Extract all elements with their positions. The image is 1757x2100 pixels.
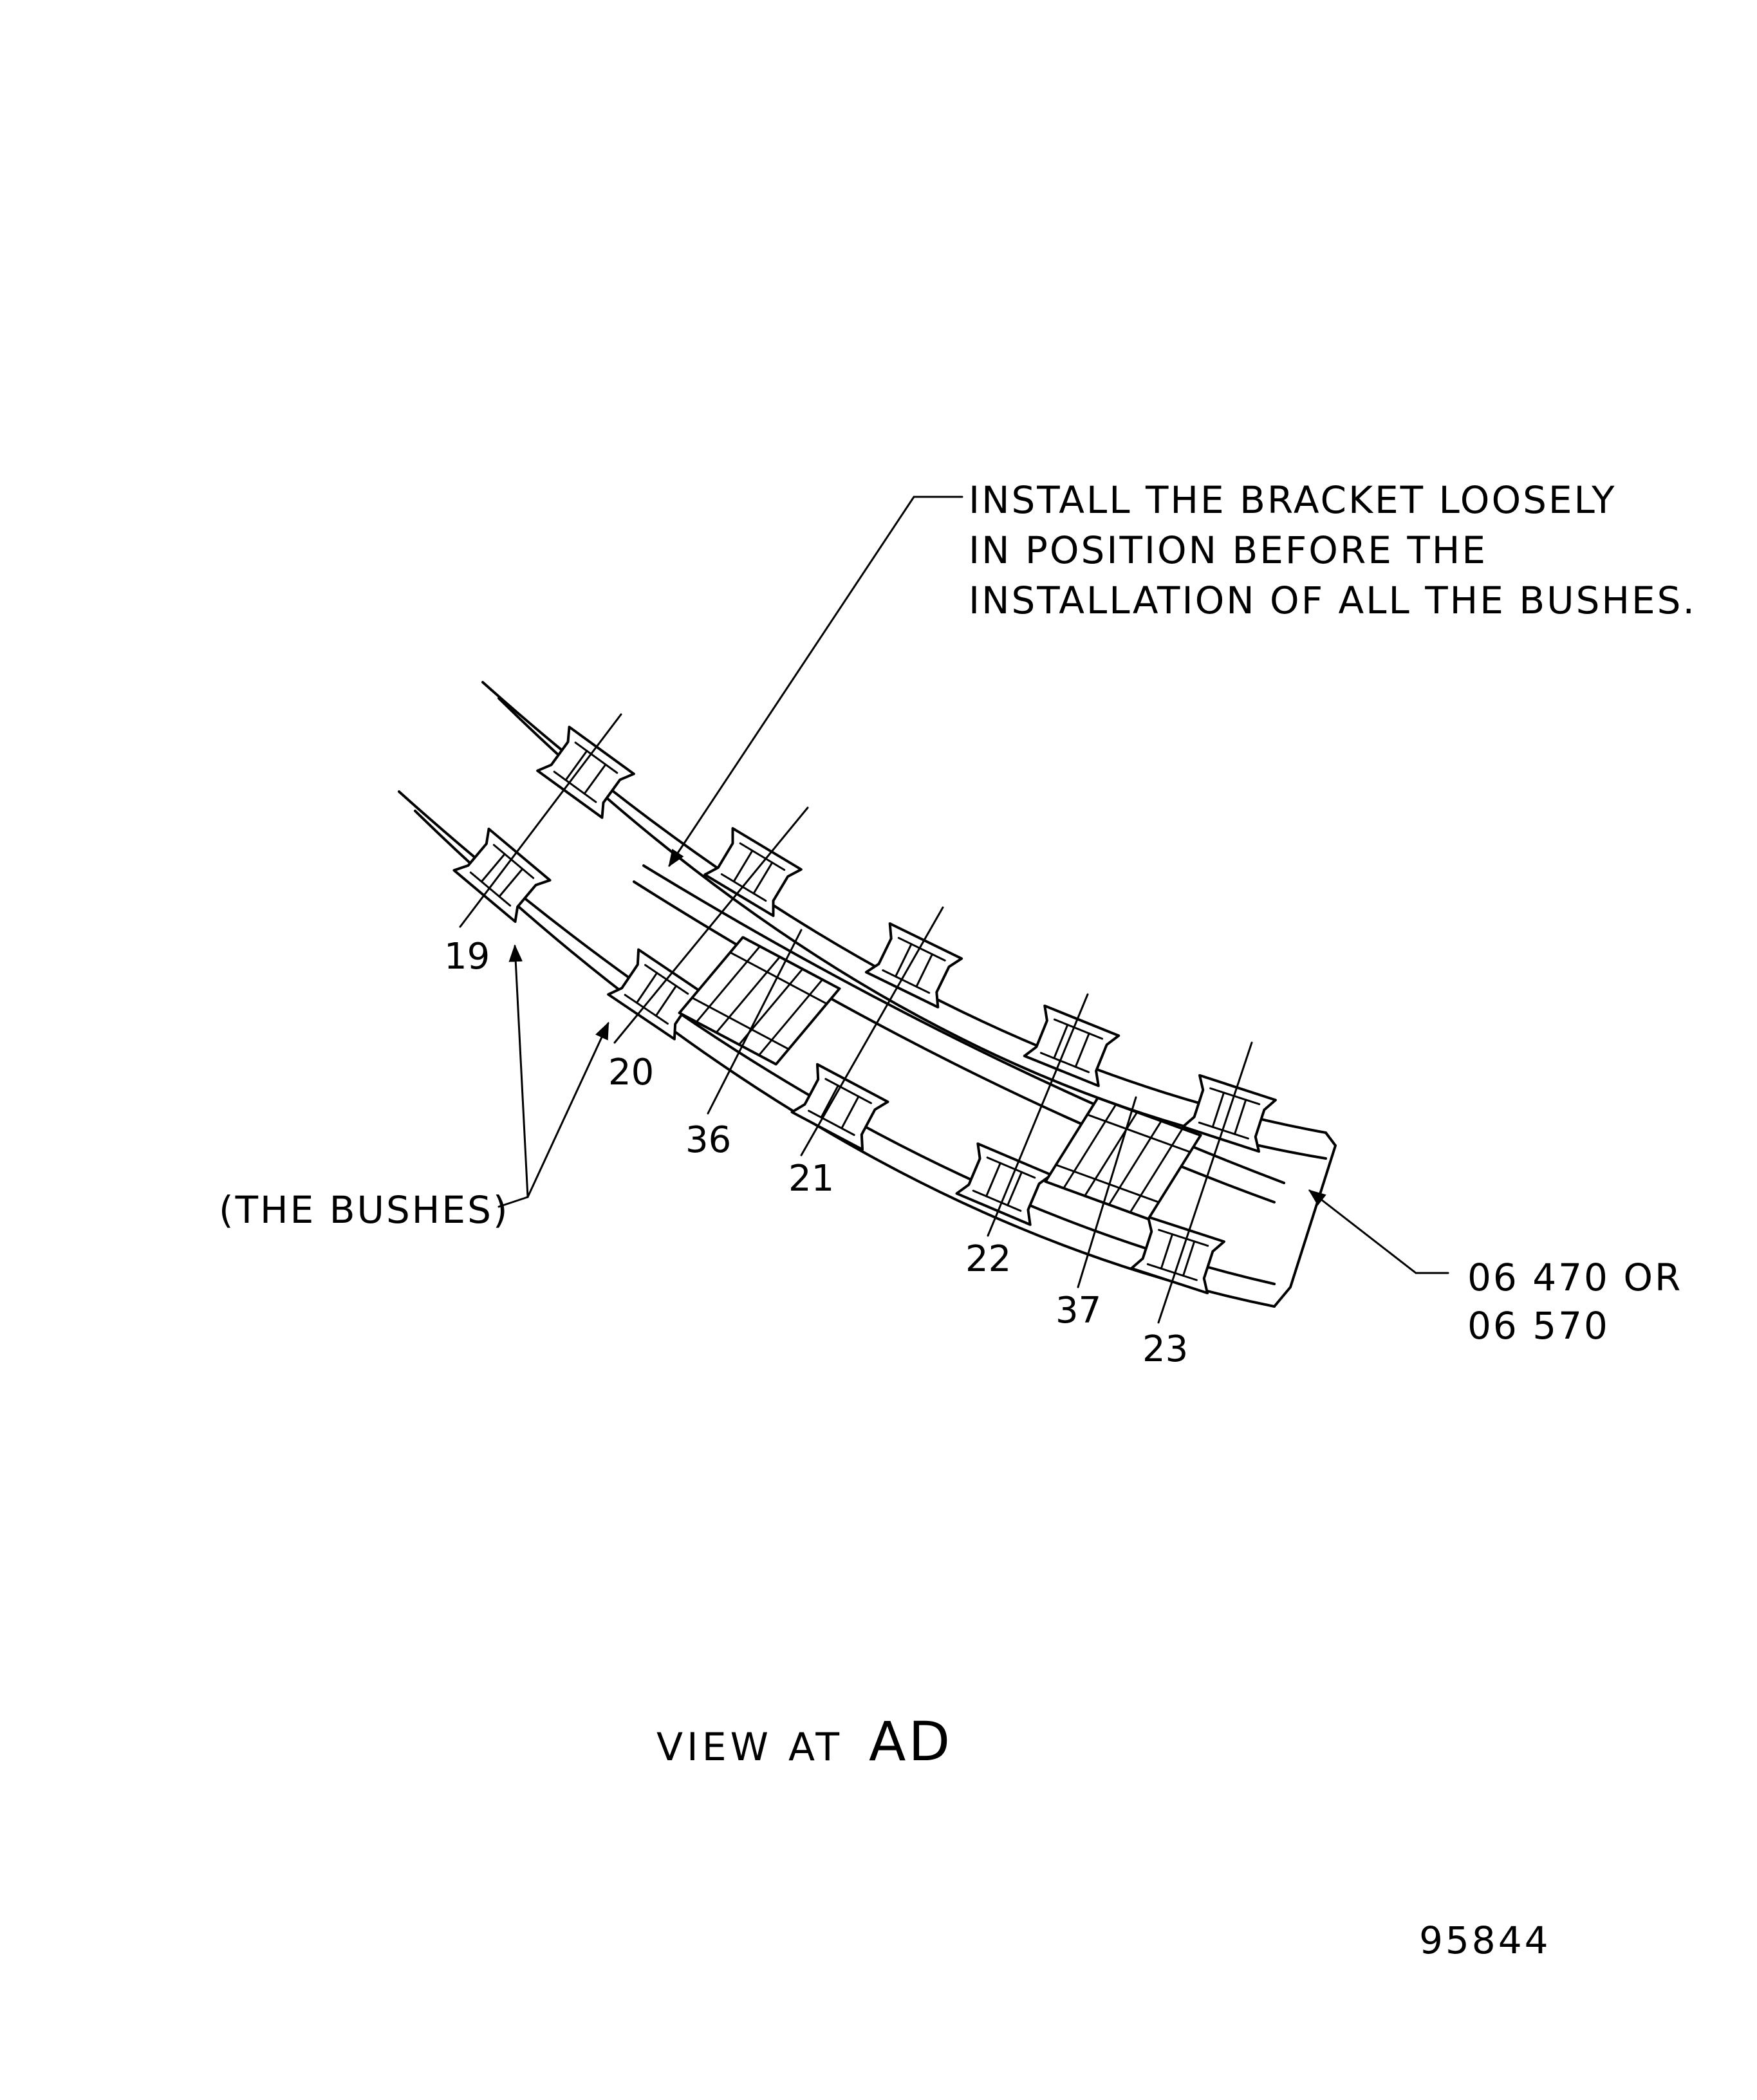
callout-23: 23 <box>1142 1328 1188 1370</box>
bushing <box>703 827 803 917</box>
part-ref-line-2: 06 570 <box>1467 1304 1610 1348</box>
callout-19: 19 <box>444 936 490 978</box>
bushing-21 <box>792 1064 888 1149</box>
callout-22: 22 <box>965 1238 1011 1280</box>
view-caption: VIEW AT AD <box>656 1710 953 1773</box>
callout-20: 20 <box>608 1052 654 1093</box>
bushing-20 <box>607 948 706 1041</box>
leader-lines <box>459 496 1449 1324</box>
drawing-number: 95844 <box>1419 1919 1551 1962</box>
callout-numbers: 19 20 36 21 22 37 23 <box>444 936 1188 1370</box>
bushing-22 <box>957 1144 1052 1225</box>
callout-37: 37 <box>1055 1290 1101 1332</box>
bushing-23 <box>1130 1215 1225 1295</box>
the-bushes-label: (THE BUSHES) <box>219 1188 510 1232</box>
install-note: INSTALL THE BRACKET LOOSELY IN POSITION … <box>969 478 1697 622</box>
clamp-37 <box>1045 1098 1200 1219</box>
view-caption-letters: AD <box>869 1710 953 1773</box>
part-reference: 06 470 OR 06 570 <box>1467 1256 1682 1348</box>
note-line-2: IN POSITION BEFORE THE <box>969 528 1487 572</box>
callout-36: 36 <box>685 1119 731 1161</box>
tube-end-frame <box>1273 1131 1337 1308</box>
callout-21: 21 <box>788 1158 834 1200</box>
note-line-1: INSTALL THE BRACKET LOOSELY <box>969 478 1617 522</box>
lower-bushings <box>452 827 1225 1295</box>
part-ref-line-1: 06 470 OR <box>1467 1256 1682 1299</box>
note-line-3: INSTALLATION OF ALL THE BUSHES. <box>969 579 1697 622</box>
view-caption-prefix: VIEW AT <box>656 1725 843 1770</box>
